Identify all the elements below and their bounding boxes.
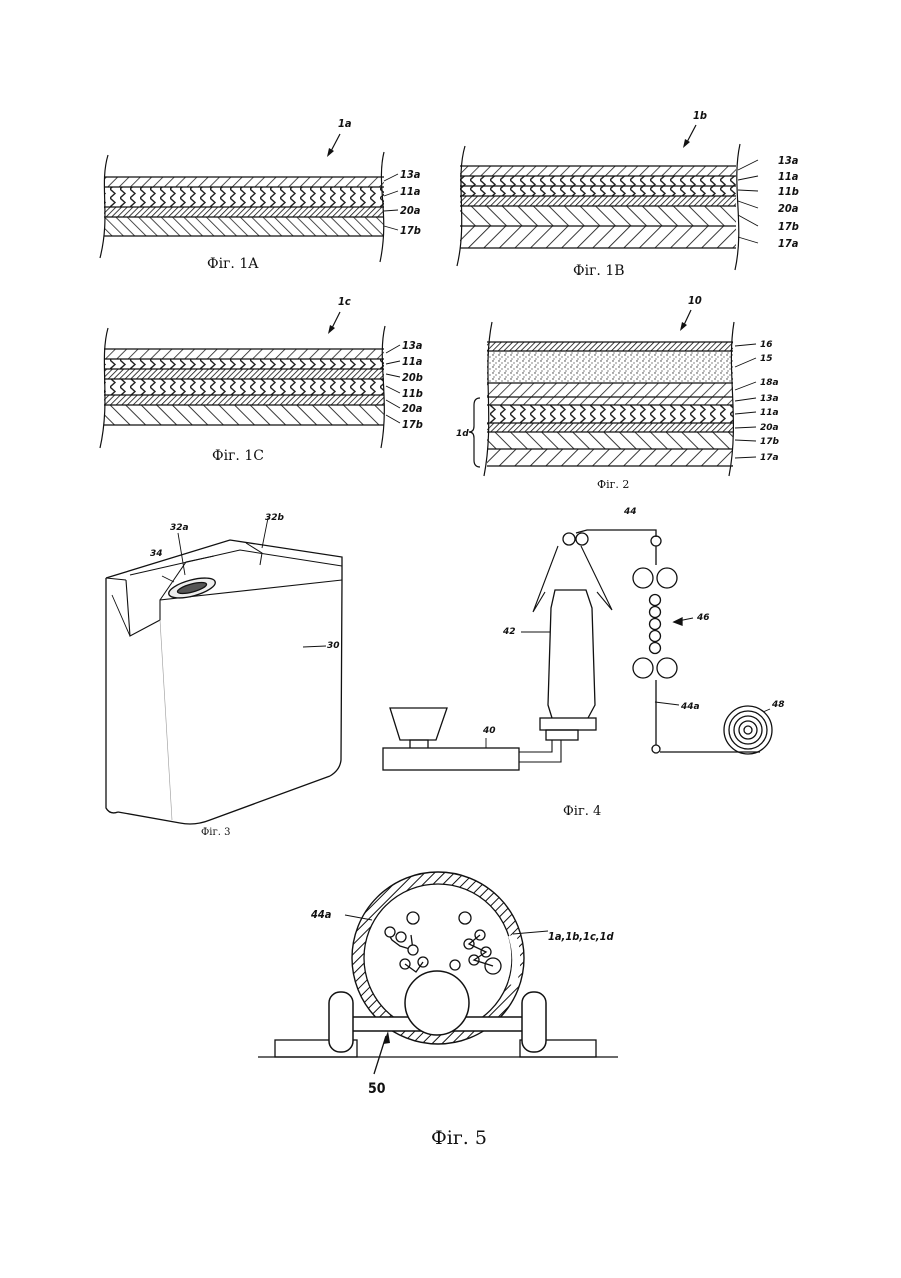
arrow-icon: [683, 139, 690, 148]
fig1c-layer-label: 13a: [402, 339, 423, 352]
fig4-label: 42: [502, 627, 516, 637]
figure-2: 16 15 18a 13a 11a 20a 17b 17a 1d 10 Фіг.…: [456, 294, 780, 491]
fig3-label: 32b: [265, 513, 285, 523]
figure-3: 34 32a 32b 30 Фіг. 3: [106, 513, 342, 838]
fig1b-layer-label: 17a: [778, 237, 799, 250]
fig4-label: 48: [771, 700, 785, 710]
fig2-caption: Фіг. 2: [597, 478, 629, 491]
fig2-layer-label: 11a: [760, 408, 779, 418]
carton-right-edge: [330, 580, 342, 776]
fig2-layer-label: 17b: [760, 437, 780, 447]
fig5-label: 44a: [311, 908, 332, 921]
fig1b-caption: Фіг. 1B: [573, 263, 625, 279]
arrow-icon: [680, 322, 687, 331]
fig1a-layer-label: 20a: [400, 204, 421, 217]
fig4-caption: Фіг. 4: [563, 804, 601, 819]
fig3-label: 30: [327, 641, 340, 651]
bracket-icon: [469, 398, 480, 467]
fig4-label: 44: [623, 507, 637, 517]
fig2-layer-label: 20a: [760, 423, 779, 433]
fig1a-layer-label: 13a: [400, 168, 421, 181]
figure-1a: 13a 11a 20a 17b 1a Фіг. 1A: [100, 117, 421, 272]
fig2-layer-label: 18a: [760, 378, 779, 388]
extruder-body: [383, 748, 519, 770]
fig1b-layer-label: 11b: [778, 185, 799, 198]
arrow-icon: [383, 1031, 390, 1044]
figure-5: 44a 1a,1b,1c,1d 50 Фіг. 5: [258, 872, 618, 1149]
fig3-caption: Фіг. 3: [201, 827, 230, 838]
carton-left-edge: [106, 578, 118, 813]
fig3-label: 32a: [170, 523, 189, 533]
fig1a-layer-label: 17b: [400, 224, 421, 237]
fig4-label: 40: [482, 726, 496, 736]
wheel-icon: [329, 992, 353, 1052]
fig5-label: 1a,1b,1c,1d: [548, 930, 614, 943]
fig1c-layer-label: 11b: [402, 387, 423, 400]
fig5-label: 50: [368, 1081, 386, 1097]
fig1a-caption: Фіг. 1A: [207, 256, 259, 272]
fig2-layer-label: 17a: [760, 453, 779, 463]
reel-icon: [724, 706, 772, 754]
figure-4: 44 46 42 40 44a 48 Фіг. 4: [383, 507, 785, 819]
fig4-label: 44a: [680, 702, 700, 712]
fig1c-layer-label: 11a: [402, 355, 423, 368]
wheel-icon: [522, 992, 546, 1052]
bubble-tube: [548, 590, 595, 718]
fig1c-ref: 1c: [338, 295, 351, 308]
figure-1c: 13a 11a 20b 11b 20a 17b 1c Фіг. 1C: [100, 295, 423, 464]
fig1b-layer-label: 11a: [778, 170, 799, 183]
fig1a-ref: 1a: [338, 117, 352, 130]
fig1c-caption: Фіг. 1C: [212, 448, 264, 464]
carton-bottom-edge: [118, 776, 330, 824]
fig1b-layer-label: 17b: [778, 220, 799, 233]
fig2-group-label: 1d: [456, 429, 469, 439]
fig2-layer-label: 13a: [760, 394, 779, 404]
hopper-icon: [390, 708, 447, 740]
fig1a-layer-label: 11a: [400, 185, 421, 198]
figure-1b: 13a 11a 11b 20a 17b 17a 1b Фіг. 1B: [457, 109, 799, 279]
fig4-label: 46: [696, 613, 710, 623]
fig1b-layer-label: 20a: [778, 202, 799, 215]
arrow-icon: [328, 325, 335, 334]
fig2-layer-label: 16: [760, 340, 773, 350]
fig2-layer-label: 15: [760, 354, 773, 364]
fig1b-ref: 1b: [693, 109, 707, 122]
fig1c-layer-label: 17b: [402, 418, 423, 431]
fig1c-layer-label: 20a: [402, 402, 423, 415]
fig2-ref: 10: [688, 294, 702, 307]
fig3-label: 34: [150, 549, 163, 559]
fig1c-layer-label: 20b: [402, 371, 423, 384]
fig5-caption: Фіг. 5: [431, 1127, 487, 1149]
arrow-icon: [327, 148, 334, 157]
fig1b-layer-label: 13a: [778, 154, 799, 167]
